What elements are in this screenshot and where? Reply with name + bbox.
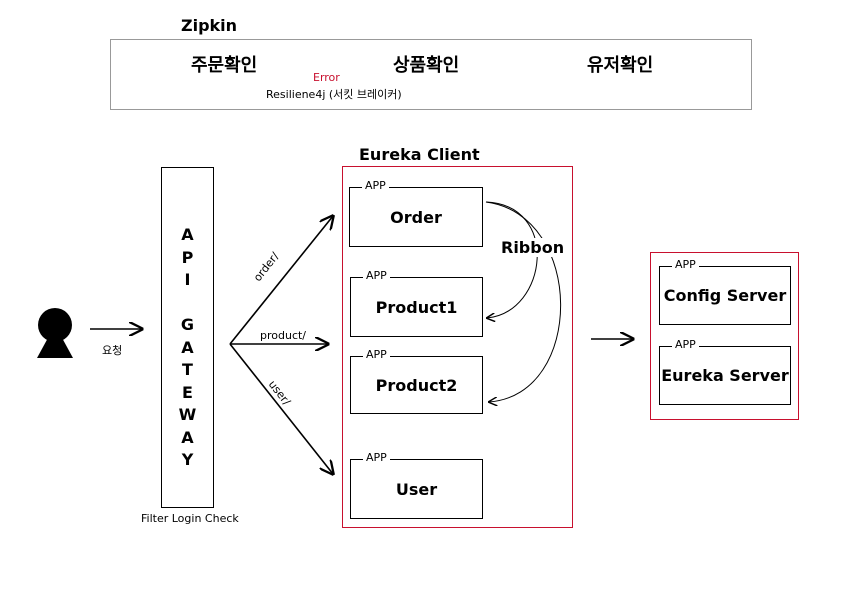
ribbon-curve-product1 — [486, 201, 538, 318]
zipkin-step-order: 주문확인 — [191, 55, 258, 76]
resilience-label: Resiliene4j (서킷 브레이커) — [266, 88, 402, 101]
app-order-label: Order — [390, 208, 442, 227]
route-order-arrow — [229, 216, 333, 345]
config-server-box: APP Config Server — [659, 258, 791, 325]
app-tag: APP — [362, 179, 389, 192]
api-gateway-box: A P I G A T E W A Y — [161, 167, 214, 508]
app-tag: APP — [363, 269, 390, 282]
gateway-letter: G — [180, 315, 195, 334]
app-user-box: APP User — [350, 451, 483, 519]
zipkin-step-user: 유저확인 — [587, 55, 654, 76]
eureka-server-box: APP Eureka Server — [659, 338, 791, 405]
gateway-letter: P — [181, 247, 194, 267]
app-tag: APP — [672, 258, 699, 271]
gateway-letter: A — [181, 337, 194, 357]
app-product2-label: Product2 — [375, 376, 458, 395]
api-gateway-letters: A P I G A T E W A Y — [162, 224, 213, 472]
error-label: Error — [313, 71, 340, 84]
request-label: 요청 — [102, 344, 123, 357]
ribbon-label: Ribbon — [500, 238, 566, 257]
gateway-letter: A — [181, 225, 194, 244]
gateway-caption: Filter Login Check — [141, 512, 239, 525]
eureka-client-group — [342, 166, 573, 528]
route-user-arrow — [229, 343, 333, 474]
gateway-letter: I — [184, 270, 191, 289]
app-product1-label: Product1 — [375, 298, 458, 317]
config-server-label: Config Server — [663, 286, 787, 305]
gateway-letter: A — [181, 427, 194, 447]
gateway-letter: Y — [181, 450, 194, 469]
ribbon-curve-product2 — [485, 201, 562, 402]
app-product2-box: APP Product2 — [350, 348, 483, 414]
app-user-label: User — [395, 480, 438, 499]
servers-group — [650, 252, 799, 420]
gateway-letter: E — [182, 382, 193, 402]
zipkin-title: Zipkin — [181, 16, 238, 35]
gateway-spacer — [162, 292, 213, 315]
route-product-label: product/ — [260, 329, 307, 342]
app-tag: APP — [672, 338, 699, 351]
app-order-box: APP Order — [349, 179, 483, 247]
zipkin-box — [110, 39, 752, 110]
zipkin-step-product: 상품확인 — [393, 55, 460, 76]
app-tag: APP — [363, 348, 390, 361]
gateway-letter: T — [182, 360, 193, 379]
eureka-client-title: Eureka Client — [359, 145, 480, 164]
app-tag: APP — [363, 451, 390, 464]
gateway-letter: W — [178, 405, 197, 424]
eureka-server-label: Eureka Server — [661, 366, 789, 385]
app-product1-box: APP Product1 — [350, 269, 483, 337]
